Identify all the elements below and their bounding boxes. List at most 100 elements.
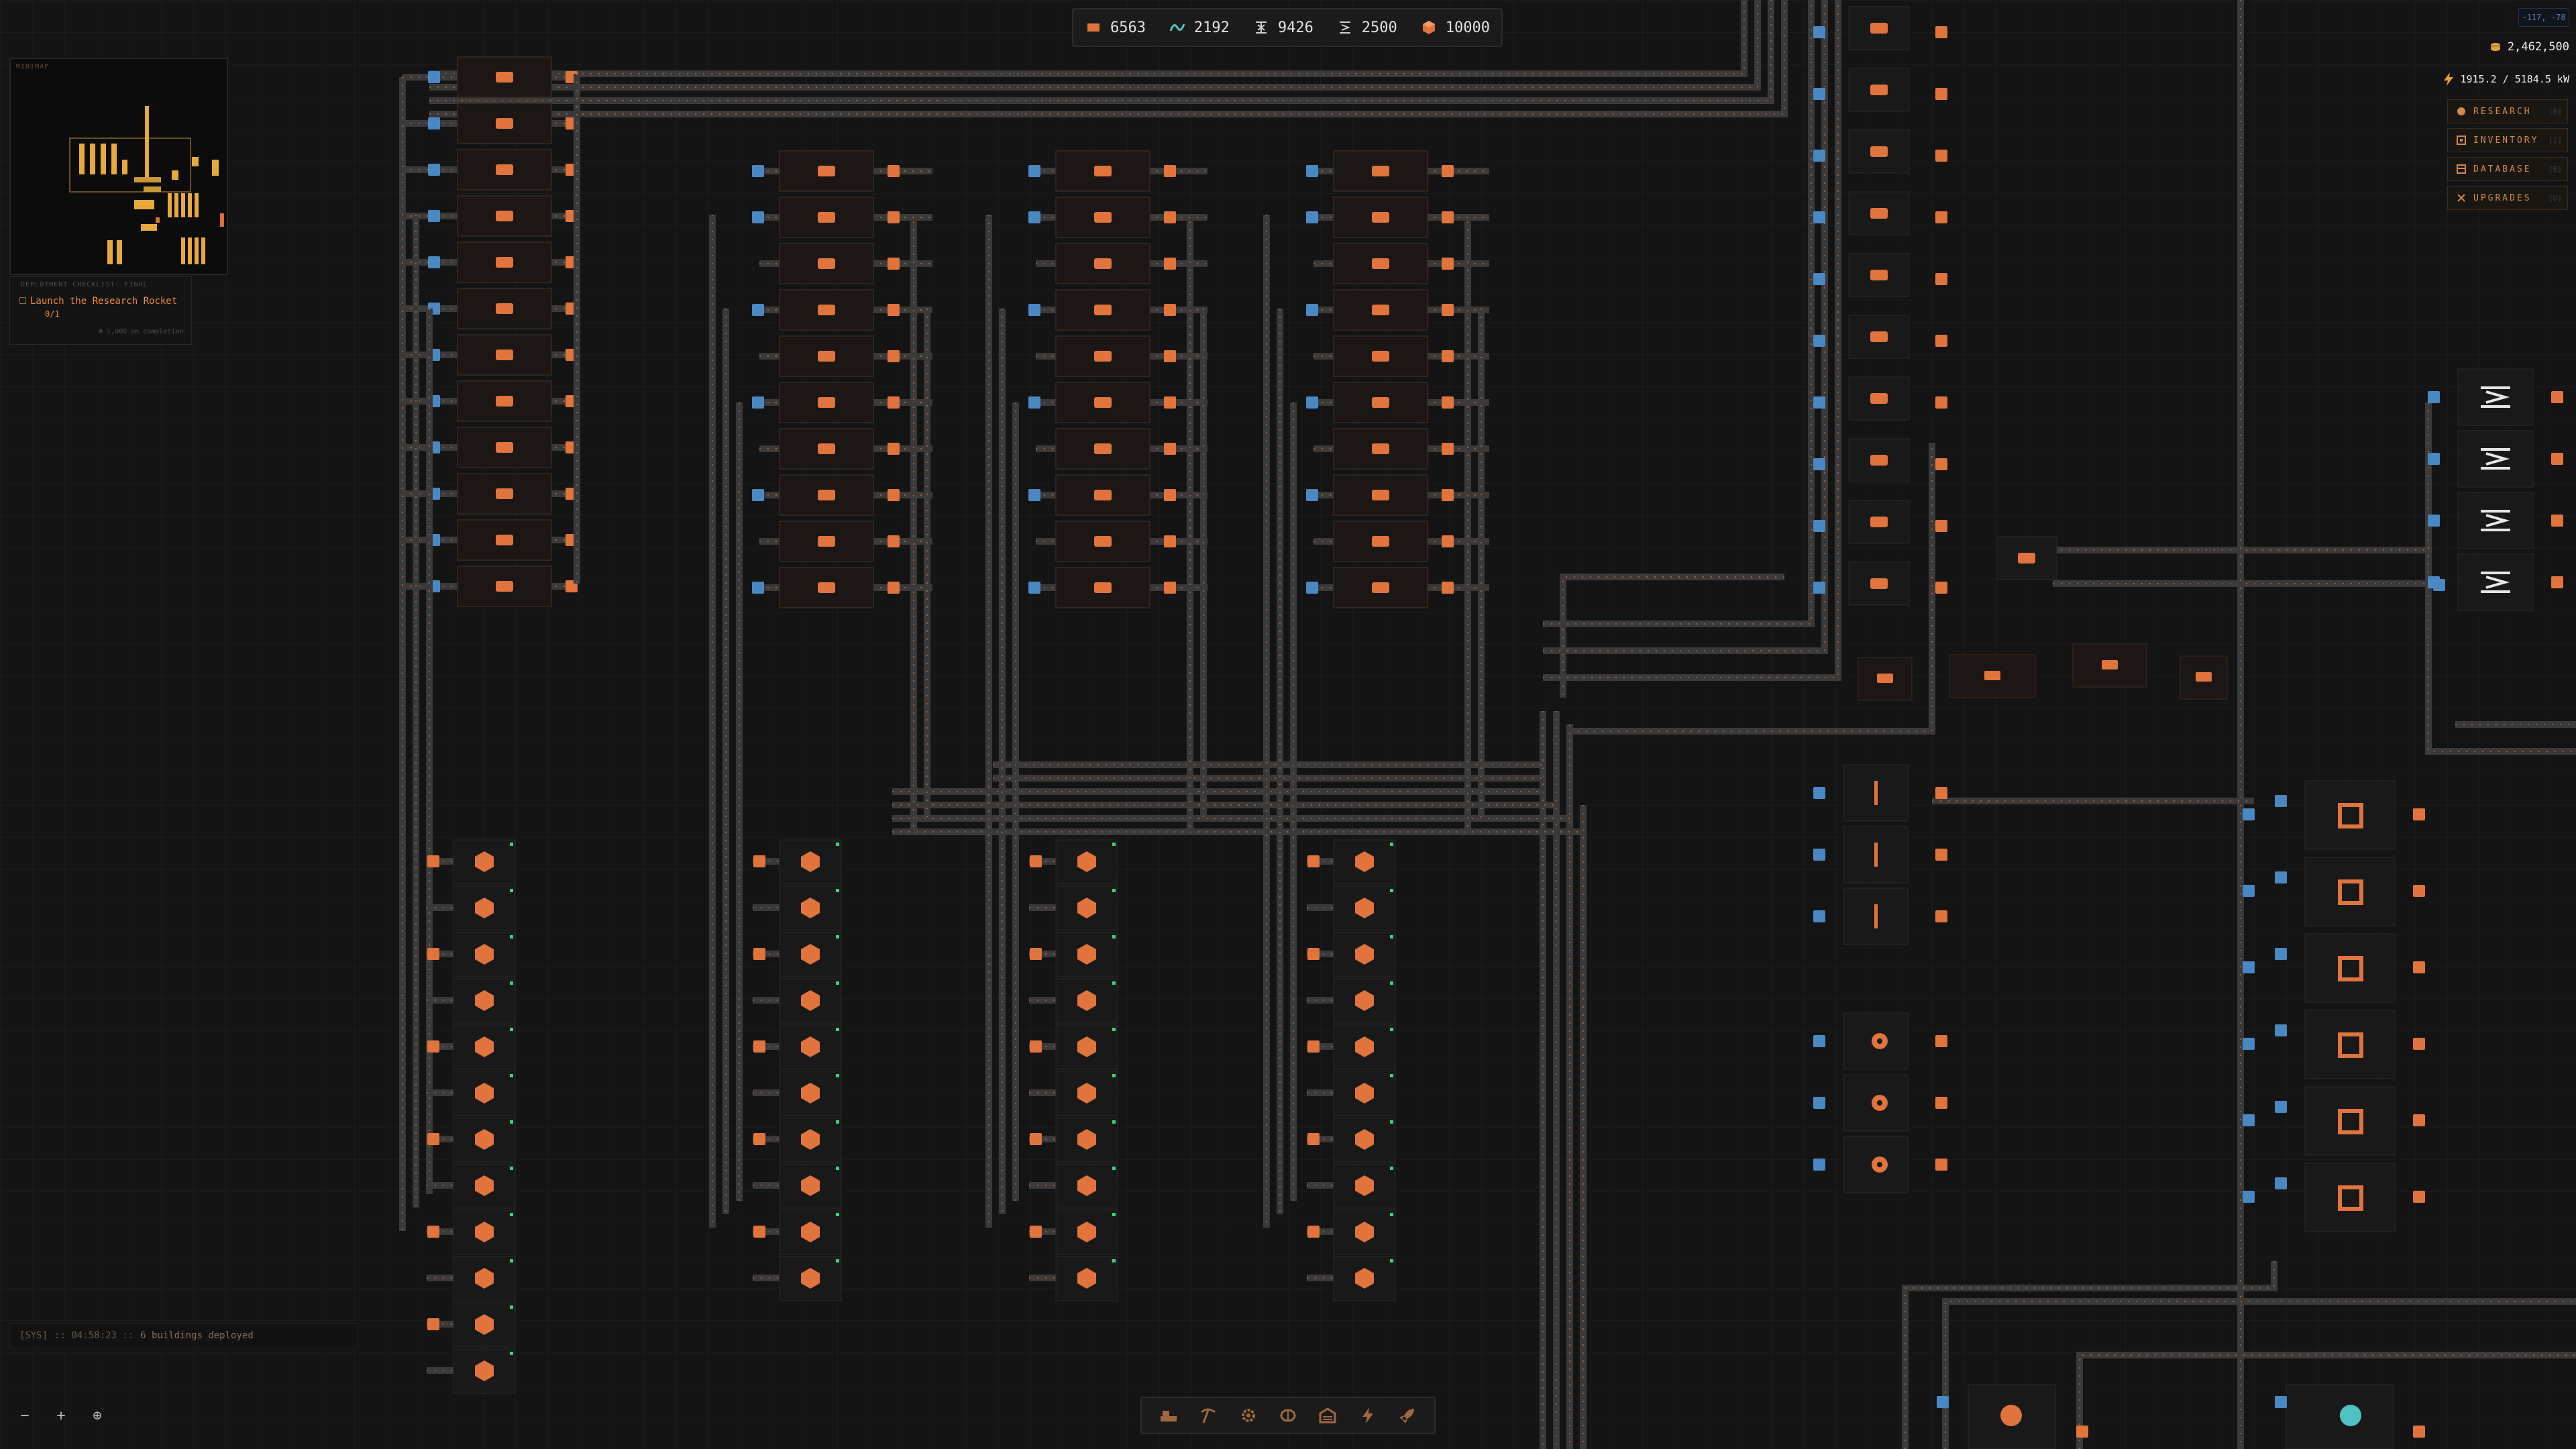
conveyor-belt[interactable] <box>429 0 1748 77</box>
input-port[interactable] <box>1306 396 1318 409</box>
output-port[interactable] <box>1935 88 1947 100</box>
output-port[interactable] <box>888 165 900 177</box>
output-port[interactable] <box>2551 576 2563 588</box>
input-port[interactable] <box>1306 211 1318 223</box>
input-port[interactable] <box>2275 1396 2287 1408</box>
input-port[interactable] <box>752 165 764 177</box>
input-port[interactable] <box>1813 1097 1825 1109</box>
research-lab-machine[interactable] <box>2286 1384 2394 1449</box>
input-port[interactable] <box>1813 273 1825 285</box>
input-port[interactable] <box>1937 1396 1949 1408</box>
output-port[interactable] <box>888 258 900 270</box>
input-port[interactable] <box>1028 489 1040 501</box>
output-port[interactable] <box>1935 1097 1947 1109</box>
rocket-tool-button[interactable] <box>1393 1401 1422 1430</box>
output-port[interactable] <box>1164 443 1176 455</box>
input-port[interactable] <box>2428 515 2440 527</box>
output-port[interactable] <box>753 948 765 960</box>
database-button[interactable]: DATABASE [B] <box>2447 157 2568 181</box>
output-port[interactable] <box>1442 304 1454 316</box>
output-port[interactable] <box>1935 910 1947 922</box>
input-port[interactable] <box>1028 396 1040 409</box>
input-port[interactable] <box>1028 582 1040 594</box>
input-port[interactable] <box>752 582 764 594</box>
input-port[interactable] <box>2275 948 2287 960</box>
inventory-button[interactable]: INVENTORY [I] <box>2447 128 2568 152</box>
output-port[interactable] <box>2551 453 2563 465</box>
smelter-machine[interactable] <box>1055 335 1150 377</box>
conveyor-belt[interactable] <box>1543 0 1841 681</box>
research-tool-button[interactable] <box>1273 1401 1303 1430</box>
output-port[interactable] <box>888 396 900 409</box>
input-port[interactable] <box>2243 808 2255 820</box>
smelter-machine[interactable] <box>1333 521 1428 562</box>
output-port[interactable] <box>1935 849 1947 861</box>
output-port[interactable] <box>888 350 900 362</box>
recenter-button[interactable]: ⊕ <box>93 1407 102 1424</box>
output-port[interactable] <box>1164 489 1176 501</box>
upgrades-button[interactable]: UPGRADES [U] <box>2447 186 2568 210</box>
output-port[interactable] <box>888 582 900 594</box>
output-port[interactable] <box>1442 258 1454 270</box>
smelter-machine[interactable] <box>2180 655 2228 700</box>
input-port[interactable] <box>1813 582 1825 594</box>
output-port[interactable] <box>888 535 900 547</box>
output-port[interactable] <box>1935 787 1947 799</box>
output-port[interactable] <box>1935 26 1947 38</box>
output-port[interactable] <box>2551 515 2563 527</box>
output-port[interactable] <box>1307 1133 1320 1145</box>
output-port[interactable] <box>1442 582 1454 594</box>
input-port[interactable] <box>1306 489 1318 501</box>
output-port[interactable] <box>1935 1159 1947 1171</box>
input-port[interactable] <box>2243 1038 2255 1050</box>
output-port[interactable] <box>2413 1426 2425 1438</box>
input-port[interactable] <box>2275 1024 2287 1036</box>
input-port[interactable] <box>1813 849 1825 861</box>
input-port[interactable] <box>1306 304 1318 316</box>
output-port[interactable] <box>888 211 900 223</box>
input-port[interactable] <box>428 117 440 129</box>
mine-tool-button[interactable] <box>1193 1401 1223 1430</box>
input-port[interactable] <box>1306 165 1318 177</box>
frame-assembler-machine[interactable] <box>2304 1086 2396 1156</box>
output-port[interactable] <box>1164 396 1176 409</box>
output-port[interactable] <box>1307 1226 1320 1238</box>
output-port[interactable] <box>1935 335 1947 347</box>
output-port[interactable] <box>1442 489 1454 501</box>
output-port[interactable] <box>427 1318 439 1330</box>
input-port[interactable] <box>1813 1159 1825 1171</box>
input-port[interactable] <box>2275 1177 2287 1189</box>
input-port[interactable] <box>1813 787 1825 799</box>
output-port[interactable] <box>427 1226 439 1238</box>
input-port[interactable] <box>1813 1035 1825 1047</box>
output-port[interactable] <box>1164 350 1176 362</box>
output-port[interactable] <box>1030 855 1042 867</box>
input-port[interactable] <box>428 71 440 83</box>
output-port[interactable] <box>888 443 900 455</box>
input-port[interactable] <box>2275 795 2287 807</box>
output-port[interactable] <box>427 855 439 867</box>
output-port[interactable] <box>1935 582 1947 594</box>
input-port[interactable] <box>2243 885 2255 897</box>
frame-assembler-machine[interactable] <box>2304 1163 2396 1232</box>
output-port[interactable] <box>1030 1133 1042 1145</box>
input-port[interactable] <box>1813 396 1825 409</box>
output-port[interactable] <box>2413 1191 2425 1203</box>
output-port[interactable] <box>2551 391 2563 403</box>
output-port[interactable] <box>888 489 900 501</box>
input-port[interactable] <box>1813 335 1825 347</box>
output-port[interactable] <box>1442 443 1454 455</box>
output-port[interactable] <box>1935 458 1947 470</box>
output-port[interactable] <box>1935 211 1947 223</box>
frame-assembler-machine[interactable] <box>2304 1010 2396 1079</box>
girder-machine[interactable] <box>2457 368 2534 426</box>
output-port[interactable] <box>1307 855 1320 867</box>
output-port[interactable] <box>427 1040 439 1053</box>
input-port[interactable] <box>2243 1114 2255 1126</box>
output-port[interactable] <box>1935 396 1947 409</box>
input-port[interactable] <box>752 396 764 409</box>
output-port[interactable] <box>1164 582 1176 594</box>
frame-assembler-machine[interactable] <box>2304 933 2396 1003</box>
output-port[interactable] <box>753 855 765 867</box>
